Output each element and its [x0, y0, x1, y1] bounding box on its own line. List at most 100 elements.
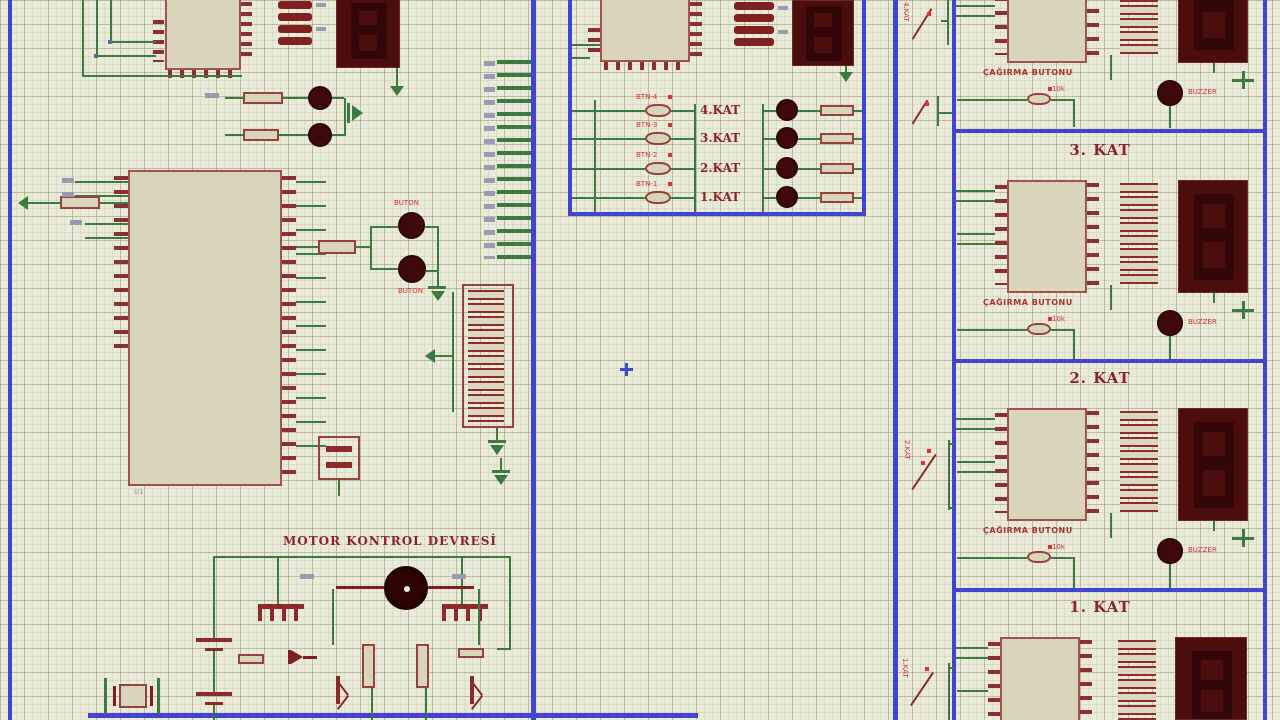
driver-ic-top-left[interactable]: [165, 0, 241, 70]
resistor[interactable]: [734, 2, 774, 10]
wire: [296, 445, 326, 447]
seven-segment-display[interactable]: [792, 0, 854, 66]
call-button[interactable]: [1027, 323, 1051, 335]
wire: [948, 440, 950, 510]
strip-label: 4.KAT: [902, 2, 910, 22]
resistor[interactable]: [243, 92, 283, 104]
battery-plate[interactable]: [196, 638, 232, 642]
origin-marker-icon: [625, 363, 628, 376]
led[interactable]: [776, 99, 798, 121]
limit-switch[interactable]: [645, 191, 671, 204]
wire: [283, 97, 308, 99]
buzzer[interactable]: [1157, 538, 1183, 564]
resistor[interactable]: [734, 14, 774, 22]
wire: [85, 237, 128, 239]
wire-label-smudge: [778, 30, 788, 34]
resistor-array[interactable]: [1120, 183, 1158, 285]
resistor[interactable]: [820, 105, 854, 116]
wire: [497, 648, 511, 650]
resistor-array[interactable]: [1120, 0, 1158, 55]
transistor[interactable]: [442, 604, 488, 621]
resistor[interactable]: [820, 192, 854, 203]
motor-section-title: MOTOR KONTROL DEVRESİ: [283, 534, 498, 548]
battery-plate[interactable]: [196, 692, 232, 696]
resistor[interactable]: [416, 644, 429, 688]
resistor[interactable]: [278, 13, 312, 21]
seven-segment-display[interactable]: [336, 0, 400, 68]
led[interactable]: [776, 186, 798, 208]
led[interactable]: [776, 157, 798, 179]
push-button[interactable]: [398, 255, 426, 283]
resistor-array[interactable]: [1120, 411, 1158, 513]
resistor[interactable]: [734, 38, 774, 46]
call-button-label: ÇAĞIRMA BUTONU: [983, 298, 1073, 307]
resistor[interactable]: [278, 1, 312, 9]
ground-flag-icon: [839, 72, 853, 82]
switch[interactable]: [911, 454, 937, 490]
wire-label-smudge: [70, 220, 82, 225]
limit-switch[interactable]: [645, 104, 671, 117]
floor-ic[interactable]: [1007, 0, 1087, 63]
limit-switch[interactable]: [645, 132, 671, 145]
resistor[interactable]: [820, 133, 854, 144]
call-button[interactable]: [1027, 551, 1051, 563]
floor-title: 3. KAT: [1069, 141, 1131, 159]
motor-lead: [428, 586, 474, 589]
resistor[interactable]: [820, 163, 854, 174]
wire: [1051, 557, 1075, 559]
seven-segment-display[interactable]: [1178, 408, 1248, 521]
wire: [425, 688, 427, 720]
wire: [425, 226, 437, 228]
wire: [1169, 106, 1171, 128]
button-actuator-dot: [1048, 545, 1052, 549]
floor-panel: 2. KAT ÇAĞIRMA BUTONU 10k BUZZER: [952, 363, 1264, 588]
resistor[interactable]: [278, 25, 312, 33]
transistor[interactable]: [258, 604, 304, 621]
transistor[interactable]: [336, 676, 340, 704]
resistor[interactable]: [458, 648, 484, 658]
wire: [955, 15, 995, 17]
battery-plate[interactable]: [205, 648, 223, 651]
resistor[interactable]: [734, 26, 774, 34]
limit-switch[interactable]: [645, 162, 671, 175]
middle-ic[interactable]: [600, 0, 690, 62]
seven-segment-display[interactable]: [1178, 180, 1248, 293]
resistor[interactable]: [243, 129, 279, 141]
switch[interactable]: [909, 671, 935, 707]
resistor-array[interactable]: [1118, 640, 1156, 720]
call-button[interactable]: [1027, 93, 1051, 105]
led[interactable]: [308, 86, 332, 110]
floor-ic[interactable]: [1000, 637, 1080, 720]
ic-pins-right: [1080, 640, 1092, 720]
middle-panel-border-bottom: [568, 212, 866, 216]
diode[interactable]: [291, 650, 303, 664]
seven-segment-display[interactable]: [1175, 637, 1247, 720]
floor-panel: 1. KAT: [952, 592, 1264, 720]
seven-segment-display[interactable]: [1178, 0, 1248, 63]
battery-plate[interactable]: [205, 702, 223, 705]
wire: [947, 0, 949, 45]
led[interactable]: [308, 123, 332, 147]
floor-ic[interactable]: [1007, 408, 1087, 521]
resistor-network[interactable]: [462, 284, 514, 428]
wire: [955, 428, 995, 430]
motor[interactable]: [384, 566, 428, 610]
buzzer[interactable]: [1157, 80, 1183, 106]
push-button[interactable]: [398, 212, 425, 239]
resistor-block[interactable]: [318, 436, 360, 480]
ic-pins-bottom: [604, 62, 684, 70]
buzzer[interactable]: [1157, 310, 1183, 336]
resistor[interactable]: [362, 644, 375, 688]
led[interactable]: [776, 127, 798, 149]
wire: [296, 246, 318, 248]
resistor[interactable]: [278, 37, 312, 45]
floor-ic[interactable]: [1007, 180, 1087, 293]
resistor[interactable]: [238, 654, 264, 664]
resistor[interactable]: [318, 240, 356, 254]
mcu-ic[interactable]: [128, 170, 282, 486]
wire: [596, 110, 645, 112]
crystal[interactable]: [119, 684, 147, 708]
transistor[interactable]: [470, 676, 474, 704]
resistor[interactable]: [60, 196, 100, 209]
